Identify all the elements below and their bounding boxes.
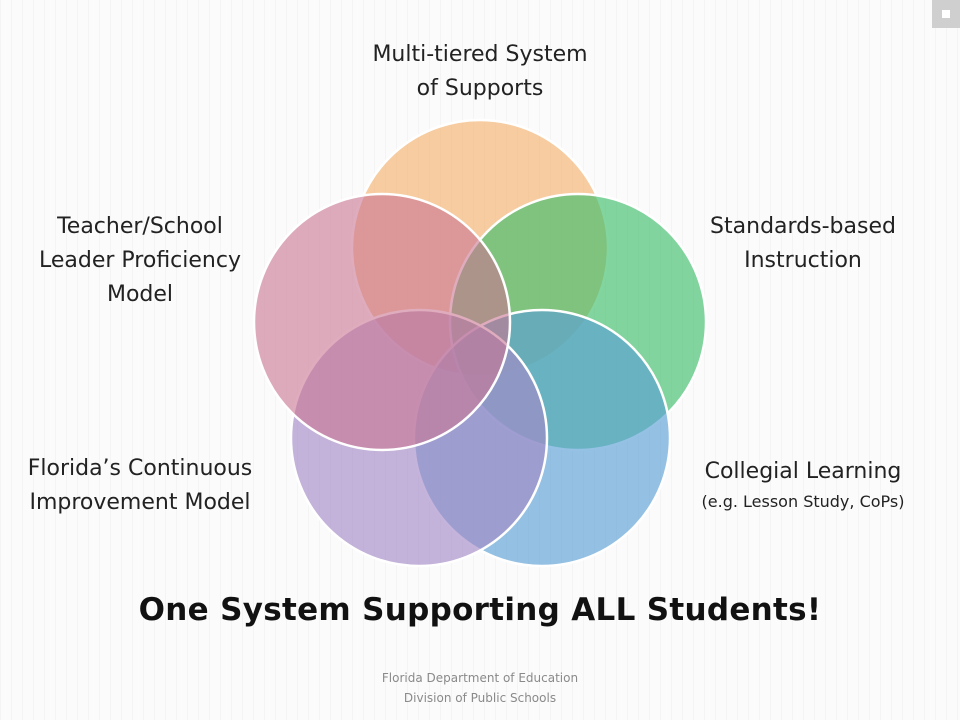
label-standards: Standards-based Instruction	[710, 214, 896, 273]
label-teacher: Teacher/School Leader Proficiency Model	[39, 214, 241, 307]
corner-decoration	[932, 0, 960, 28]
headline: One System Supporting ALL Students!	[138, 592, 822, 628]
footer-line-2: Division of Public Schools	[403, 691, 557, 705]
label-florida: Florida’s Continuous Improvement Model	[27, 456, 253, 515]
footer-line-1: Florida Department of Education	[381, 671, 579, 685]
circle-teacher	[252, 192, 512, 452]
label-mtss: Multi-tiered System of Supports	[372, 42, 588, 101]
label-collegial: Collegial Learning (e.g. Lesson Study, C…	[701, 459, 905, 511]
footer: Florida Department of Education Division…	[0, 668, 960, 708]
